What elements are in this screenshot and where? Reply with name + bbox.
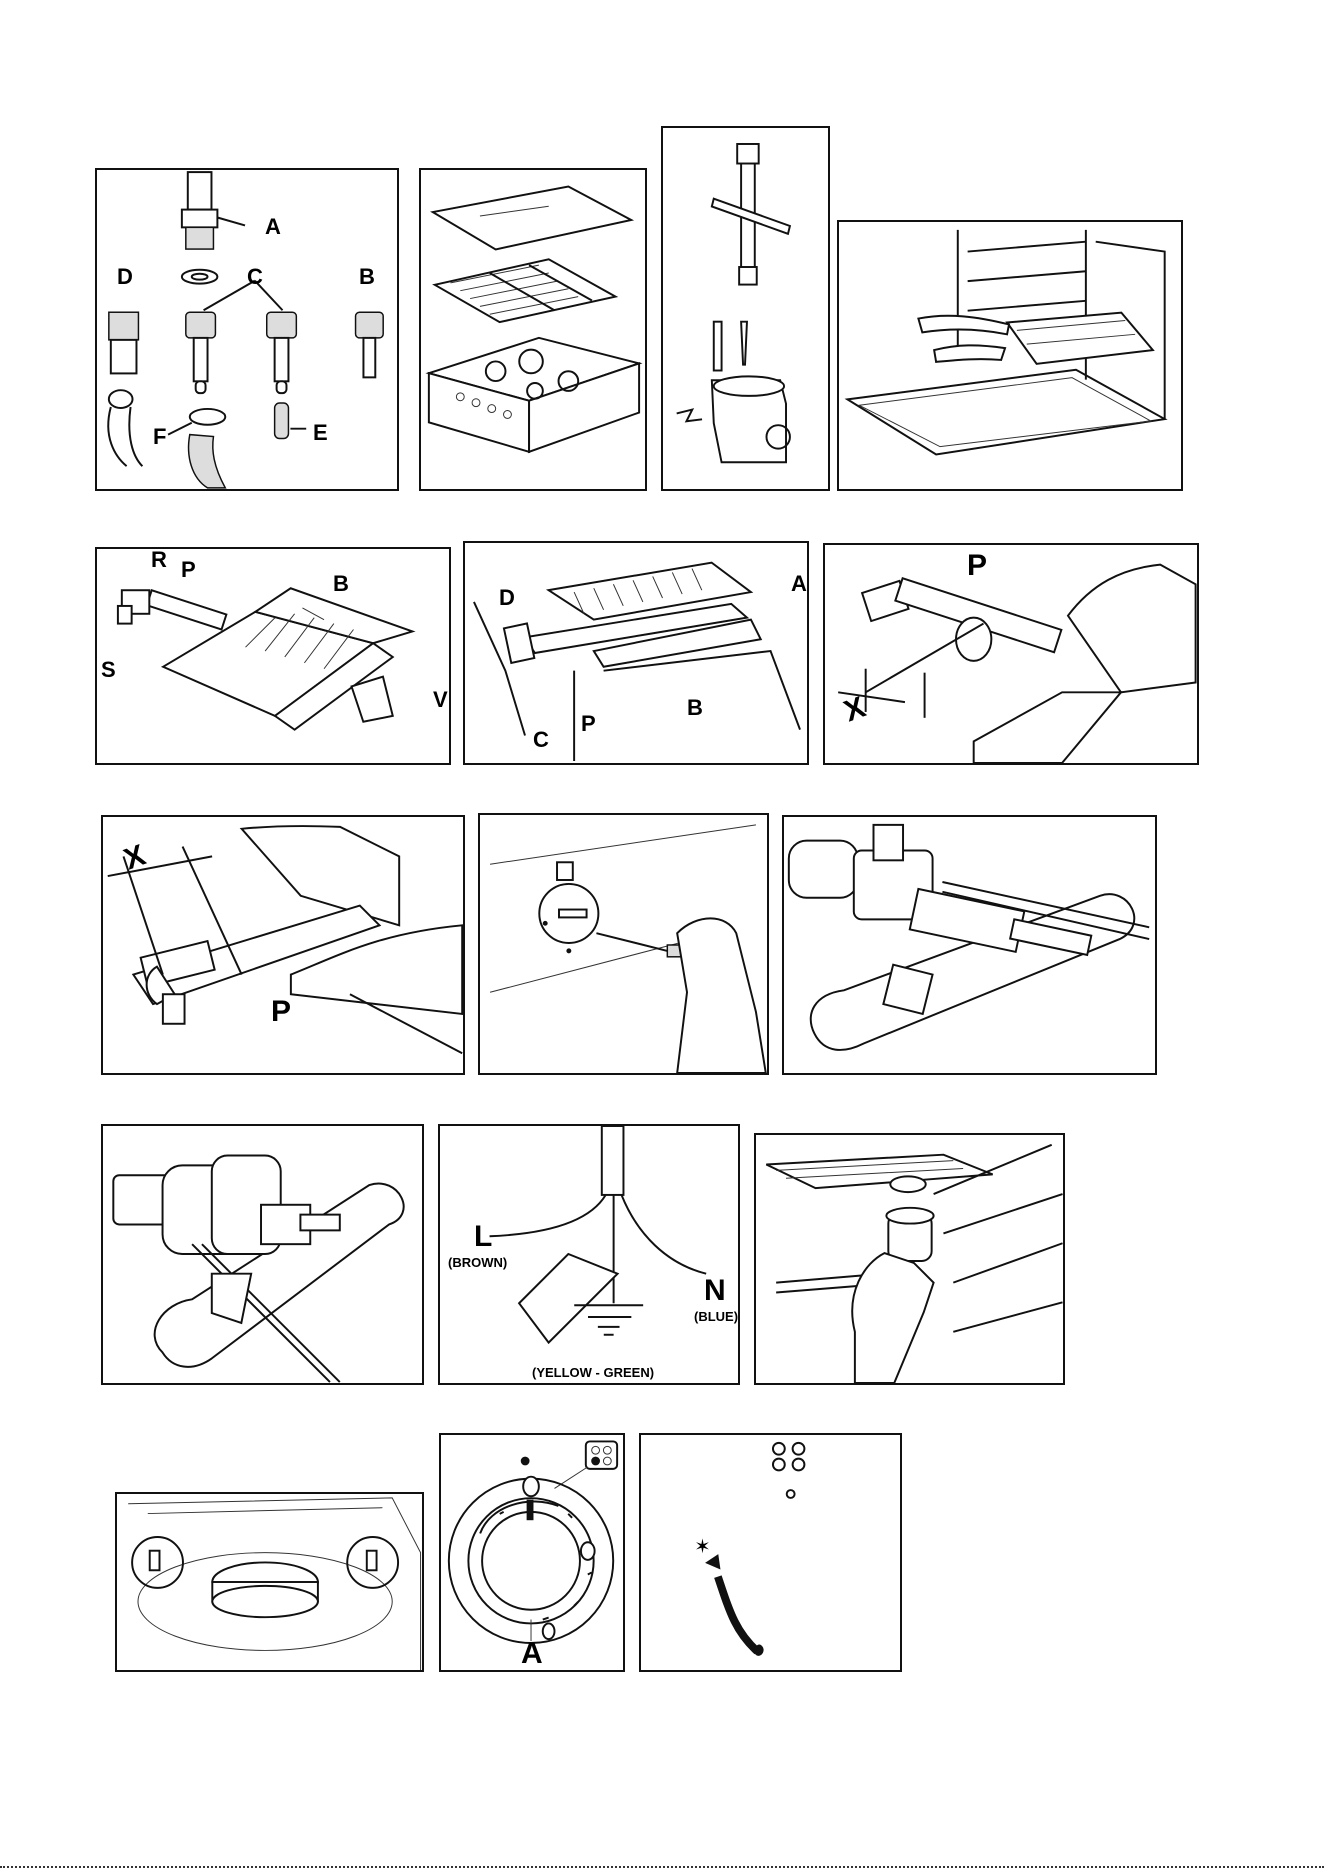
figure-tools	[661, 126, 830, 491]
valve-2-drawing	[103, 1126, 422, 1383]
label-b: B	[333, 573, 349, 595]
figure-burner-2: D A C P B	[463, 541, 809, 765]
label-b: B	[687, 697, 703, 719]
figure-valve-2	[101, 1124, 424, 1385]
figure-knob-dial: A	[439, 1433, 625, 1672]
label-blue: (BLUE)	[694, 1310, 738, 1323]
figure-burner-4: X P	[101, 815, 465, 1075]
label-c: C	[533, 729, 549, 751]
label-brown: (BROWN)	[448, 1256, 507, 1269]
figure-burner-1: R P B S V	[95, 547, 451, 765]
figure-flame-symbols: ✶	[639, 1433, 902, 1672]
label-p: P	[967, 551, 987, 581]
label-p: P	[581, 713, 596, 735]
bottom-rule	[0, 1866, 1324, 1868]
star-symbol: ✶	[694, 1535, 710, 1558]
label-n: N	[704, 1276, 726, 1306]
oven-lamp-drawing	[756, 1135, 1063, 1383]
figure-knob-screwdriver	[478, 813, 769, 1075]
label-a: A	[791, 573, 807, 595]
label-b: B	[359, 266, 375, 288]
label-p: P	[181, 559, 196, 581]
knob-screwdriver-drawing	[480, 815, 767, 1073]
hob-burner-drawing	[117, 1494, 422, 1670]
figure-fittings: A D C B F E	[95, 168, 399, 491]
burner-3-drawing	[825, 545, 1197, 763]
label-s: S	[101, 659, 116, 681]
label-c: C	[247, 266, 263, 288]
label-a: A	[265, 216, 281, 238]
burner-4-drawing	[103, 817, 463, 1073]
fittings-drawing	[97, 170, 397, 489]
flame-symbols-drawing: ✶	[641, 1435, 900, 1670]
knob-dial-drawing	[441, 1435, 623, 1670]
label-yellow-green: (YELLOW - GREEN)	[532, 1366, 654, 1379]
oven-interior-drawing	[839, 222, 1181, 489]
figure-burner-3: P X	[823, 543, 1199, 765]
figure-hob-burner	[115, 1492, 424, 1672]
figure-hob-exploded	[419, 168, 647, 491]
label-a: A	[521, 1639, 543, 1669]
burner-1-drawing	[97, 549, 449, 763]
label-d: D	[117, 266, 133, 288]
label-v: V	[433, 689, 448, 711]
label-e: E	[313, 422, 328, 444]
label-p: P	[271, 997, 291, 1027]
label-f: F	[153, 426, 166, 448]
hob-exploded-drawing	[421, 170, 645, 489]
label-r: R	[151, 549, 167, 571]
figure-oven-interior	[837, 220, 1183, 491]
figure-oven-lamp	[754, 1133, 1065, 1385]
burner-2-drawing	[465, 543, 807, 763]
figure-valve-1	[782, 815, 1157, 1075]
tools-drawing	[663, 128, 828, 489]
figure-wiring: L (BROWN) N (BLUE) (YELLOW - GREEN)	[438, 1124, 740, 1385]
valve-1-drawing	[784, 817, 1155, 1073]
label-l: L	[474, 1222, 492, 1252]
label-d: D	[499, 587, 515, 609]
